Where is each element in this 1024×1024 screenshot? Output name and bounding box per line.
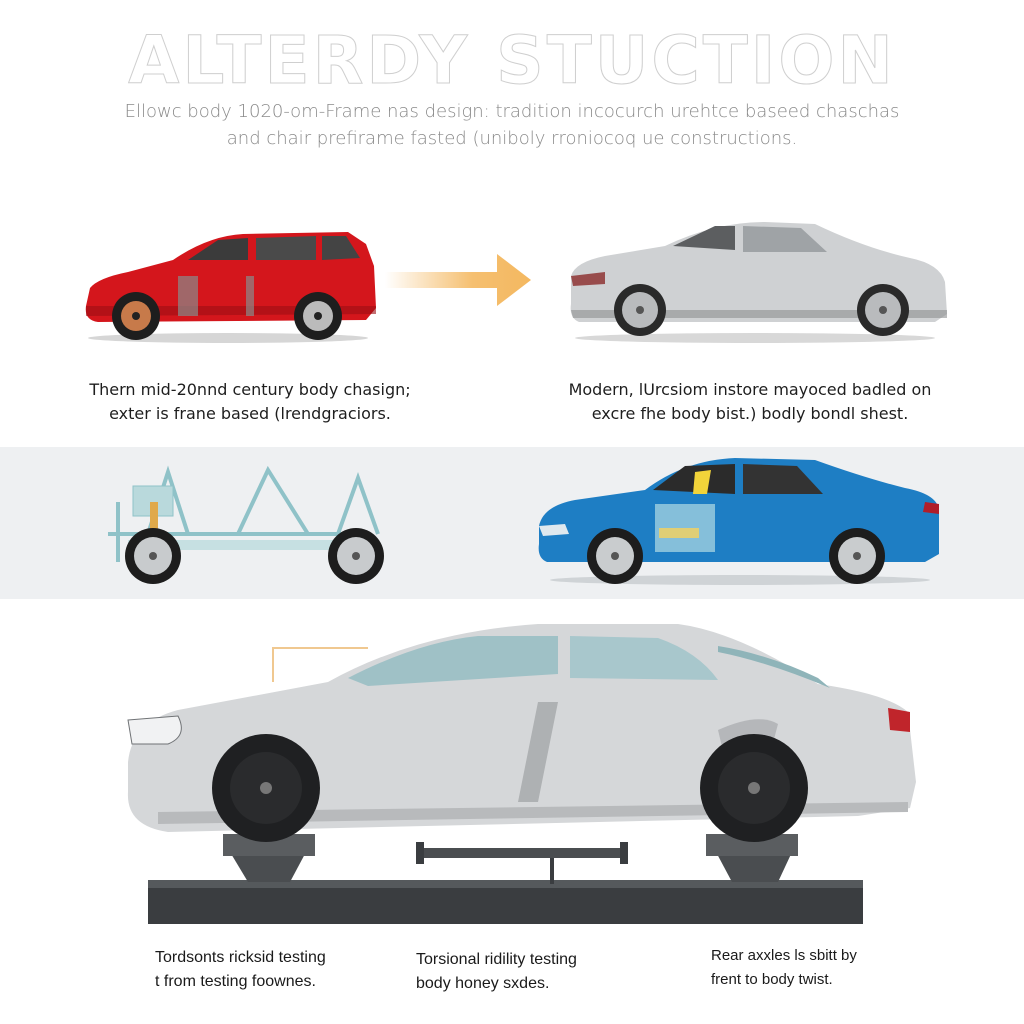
caption-frame-line-1: Thern mid-20nnd century body chasign;	[89, 380, 411, 399]
caption-torsion-center: Torsional ridility testing body honey sx…	[416, 948, 676, 996]
caption-torsion-left-line-2: t from testing foownes.	[155, 973, 316, 990]
page-subtitle: Ellowc body 1020-om-Frame nas design: tr…	[40, 98, 984, 152]
arrow-icon	[385, 254, 531, 306]
caption-unibody-line-2: excre fhe body bist.) bodly bondl shest.	[591, 404, 909, 423]
rear-support-stand	[706, 834, 798, 882]
torsion-beam	[416, 842, 628, 884]
rear-wheel	[294, 292, 342, 340]
caption-torsion-right: Rear axxles ls sbitt by frent to body tw…	[711, 944, 951, 992]
subtitle-line-1: Ellowc body 1020-om-Frame nas design: tr…	[124, 101, 900, 122]
caption-frame-based: Thern mid-20nnd century body chasign; ex…	[40, 378, 460, 426]
caption-torsion-center-line-2: body honey sxdes.	[416, 975, 550, 992]
page-title: ALTERDY STUCTION	[128, 22, 896, 100]
caption-torsion-center-line-1: Torsional ridility testing	[416, 951, 577, 968]
caption-torsion-right-line-2: frent to body twist.	[711, 971, 833, 988]
red-suv-illustration	[85, 232, 376, 343]
caption-frame-line-2: exter is frane based (lrendgraciors.	[109, 404, 391, 423]
caption-torsion-left-line-1: Tordsonts ricksid testing	[155, 949, 326, 966]
torsion-test-rig-illustration	[127, 624, 917, 924]
callout-line	[272, 647, 368, 682]
silver-sedan-illustration	[570, 222, 947, 343]
ladder-frame-chassis-illustration	[108, 465, 384, 584]
blue-sedan-cutaway-illustration	[538, 458, 939, 585]
caption-unibody: Modern, lUrcsiom instore mayoced badled …	[540, 378, 960, 426]
caption-torsion-left: Tordsonts ricksid testing t from testing…	[155, 946, 415, 994]
caption-unibody-line-1: Modern, lUrcsiom instore mayoced badled …	[568, 380, 932, 399]
caption-torsion-right-line-1: Rear axxles ls sbitt by	[711, 947, 857, 964]
subtitle-line-2: and chair prefirame fasted (uniboly rron…	[226, 128, 798, 149]
front-support-stand	[223, 834, 315, 882]
front-wheel	[112, 292, 160, 340]
